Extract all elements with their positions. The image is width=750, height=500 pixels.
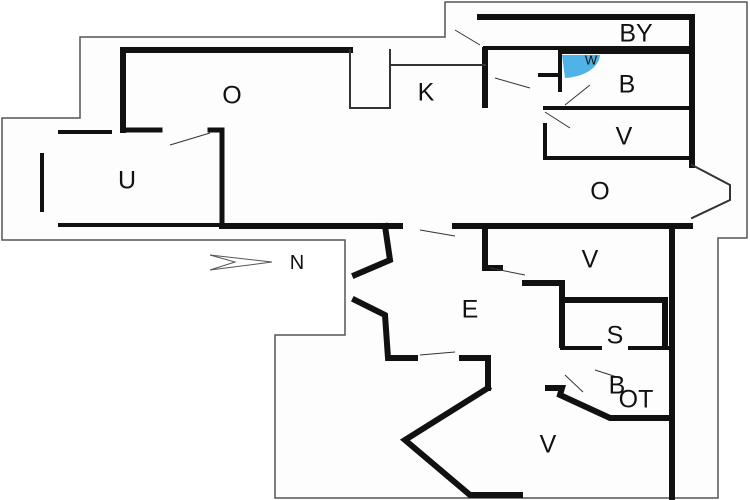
- room-label-b-top: B: [618, 70, 636, 99]
- wet-area: [562, 55, 600, 78]
- room-label-ot: OT: [618, 385, 654, 414]
- room-label-s: S: [606, 321, 624, 350]
- walls: [40, 14, 731, 500]
- room-label-b-bottom: B: [608, 371, 626, 400]
- room-label-k: K: [417, 78, 435, 107]
- room-label-v-bottom: V: [539, 430, 557, 459]
- door-swings: [169, 29, 621, 393]
- room-label-v-mid: V: [581, 245, 599, 274]
- compass-label: N: [289, 252, 305, 274]
- room-label-o-left: O: [222, 81, 242, 110]
- room-label-w: W: [584, 52, 598, 68]
- room-label-v-top: V: [615, 122, 633, 151]
- room-label-e: E: [461, 295, 479, 324]
- room-label-by: BY: [619, 19, 653, 48]
- room-label-o-right: O: [590, 177, 610, 206]
- compass-arrow: [209, 254, 273, 271]
- room-label-u: U: [117, 166, 137, 195]
